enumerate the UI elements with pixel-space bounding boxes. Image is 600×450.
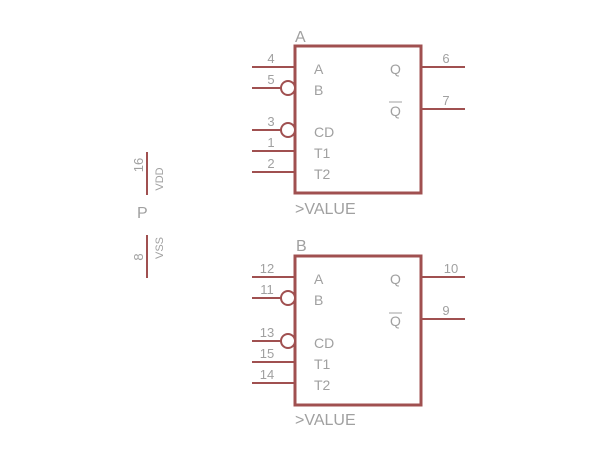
- gate-a-pin-3-inversion-bubble: [280, 122, 296, 138]
- gate-b-output-q-label: Q: [390, 271, 401, 287]
- gate-b-pin-10-number: 10: [444, 261, 458, 276]
- gate-a-body: [293, 44, 423, 195]
- gate-b-pin-14-number: 14: [260, 367, 274, 382]
- gate-a-pin-7-number: 7: [442, 93, 449, 108]
- gate-b-value: >VALUE: [295, 412, 356, 429]
- gate-b-output-qbar-label: Q: [390, 313, 401, 329]
- gate-a-pin-1-number: 1: [267, 135, 274, 150]
- gate-b-input-t1-label: T1: [314, 356, 331, 372]
- gate-a-input-cd-label: CD: [314, 124, 334, 140]
- gate-a-output-q-label: Q: [390, 61, 401, 77]
- gate-a-value: >VALUE: [295, 201, 356, 218]
- gate-b-pin-9-number: 9: [442, 303, 449, 318]
- gate-b-input-t2-label: T2: [314, 377, 331, 393]
- gate-b-pin-12-number: 12: [260, 261, 274, 276]
- gate-b-pin-11-inversion-bubble: [280, 290, 296, 306]
- gate-a-pin-5-inversion-bubble: [280, 80, 296, 96]
- gate-b-input-a-label: A: [314, 271, 324, 287]
- gate-a-pin-4-number: 4: [267, 51, 274, 66]
- gate-a-name: A: [295, 29, 306, 46]
- power-vdd-label: VDD: [154, 167, 166, 190]
- gate-a: A 4 A 5 B 3 CD 1 T1 2 T2 6 Q 7 Q >VALUE: [252, 29, 465, 218]
- gate-b-input-cd-label: CD: [314, 335, 334, 351]
- gate-a-pin-6-number: 6: [442, 51, 449, 66]
- gate-b-body: [293, 254, 423, 407]
- gate-a-input-a-label: A: [314, 61, 324, 77]
- power-pin-16-number: 16: [131, 158, 146, 172]
- gate-a-output-qbar-label: Q: [390, 103, 401, 119]
- gate-b-name: B: [296, 238, 307, 255]
- power-name: P: [137, 205, 148, 222]
- gate-a-pin-3-number: 3: [267, 114, 274, 129]
- gate-b-pin-13-number: 13: [260, 325, 274, 340]
- gate-a-pin-5-number: 5: [267, 72, 274, 87]
- power-pin-8-number: 8: [131, 253, 146, 260]
- gate-a-input-b-label: B: [314, 82, 323, 98]
- power-vss-label: VSS: [154, 237, 166, 259]
- gate-b-pin-15-number: 15: [260, 346, 274, 361]
- gate-a-pin-2-number: 2: [267, 156, 274, 171]
- gate-a-input-t1-label: T1: [314, 145, 331, 161]
- power-block: 16 VDD P 8 VSS: [131, 152, 166, 278]
- gate-b: B 12 A 11 B 13 CD 15 T1 14 T2 10 Q 9 Q >…: [252, 238, 465, 429]
- gate-b-pin-13-inversion-bubble: [280, 333, 296, 349]
- gate-b-input-b-label: B: [314, 292, 323, 308]
- gate-a-input-t2-label: T2: [314, 166, 331, 182]
- gate-b-pin-11-number: 11: [260, 282, 274, 297]
